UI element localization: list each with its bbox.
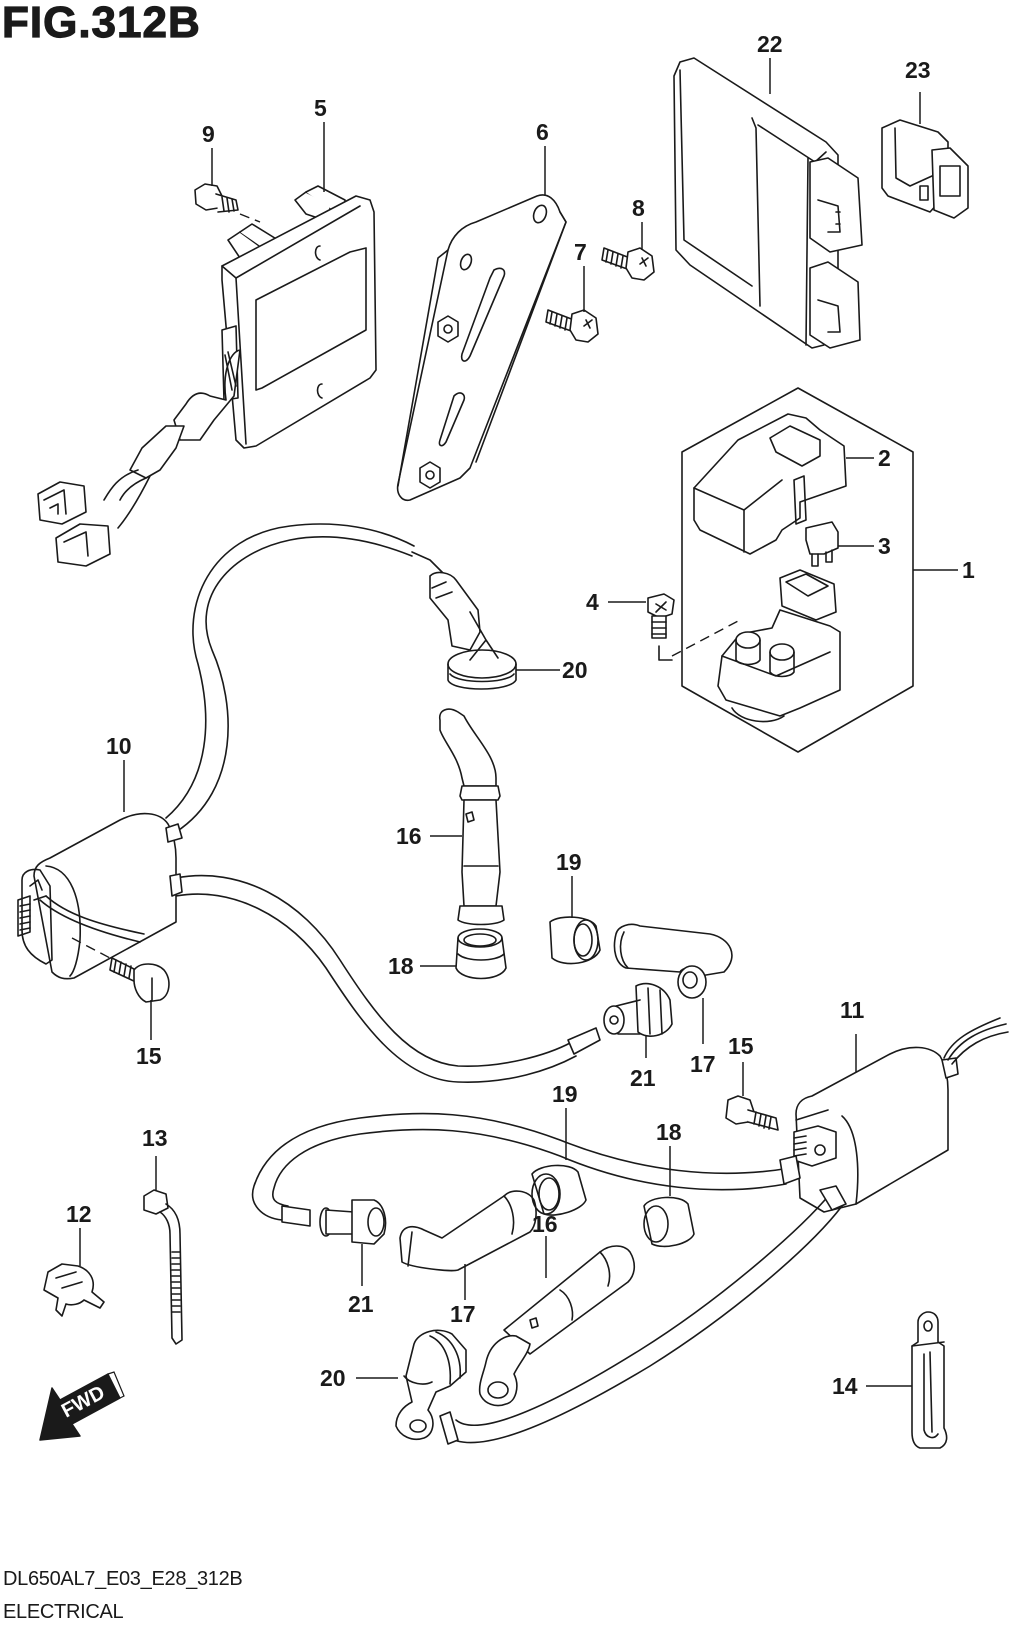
part-15-bolt-left[interactable]: 15	[71, 937, 170, 1069]
callout-1: 1	[962, 557, 975, 583]
part-7-bolt[interactable]: 7	[545, 239, 599, 343]
callout-10: 10	[106, 733, 132, 759]
part-15-bolt-right[interactable]: 15	[725, 1033, 779, 1131]
callout-2: 2	[878, 445, 891, 471]
callout-18b: 18	[656, 1119, 682, 1145]
callout-11: 11	[840, 997, 865, 1023]
part-5-regulator[interactable]: 5	[37, 95, 377, 567]
part-8-bolt[interactable]: 8	[601, 195, 655, 281]
part-10-ignition-coil-front[interactable]: 10	[17, 733, 183, 980]
callout-17a: 17	[690, 1051, 716, 1077]
callout-3: 3	[878, 533, 891, 559]
callout-20a: 20	[562, 657, 588, 683]
high-tension-lead-front-lower	[175, 874, 601, 1083]
callout-20b: 20	[320, 1365, 346, 1391]
part-21-terminal-upper[interactable]: 21	[603, 982, 673, 1091]
part-23-connector[interactable]: 23	[881, 57, 969, 219]
figure-title: FIG.312B	[1, 0, 201, 48]
callout-16b: 16	[532, 1211, 558, 1237]
callout-19b: 19	[552, 1081, 578, 1107]
part-3-fuse[interactable]: 3	[805, 521, 891, 567]
callout-18a: 18	[388, 953, 414, 979]
part-13-cable-tie[interactable]: 13	[142, 1125, 183, 1345]
part-12-clamp[interactable]: 12	[43, 1201, 105, 1317]
part-11-ignition-coil-rear[interactable]: 11	[793, 997, 1009, 1213]
part-16-plug-cap-lower[interactable]: 16	[478, 1211, 636, 1407]
callout-6: 6	[536, 119, 549, 145]
callout-15a: 15	[136, 1043, 162, 1069]
callout-21b: 21	[348, 1291, 374, 1317]
callout-8: 8	[632, 195, 645, 221]
callout-15b: 15	[728, 1033, 754, 1059]
callout-5: 5	[314, 95, 327, 121]
part-4-screw[interactable]: 4	[586, 589, 741, 661]
callout-12: 12	[66, 1201, 92, 1227]
figure-name: ELECTRICAL	[3, 1601, 124, 1623]
figure-code: DL650AL7_E03_E28_312B	[3, 1568, 243, 1590]
fwd-direction-arrow: FWD	[39, 1371, 125, 1441]
part-22-ecm[interactable]: 22	[673, 31, 863, 349]
part-19-seal-lower[interactable]: 19	[531, 1081, 587, 1216]
part-18-seal-lower[interactable]: 18	[643, 1119, 695, 1248]
high-tension-lead-front	[165, 523, 481, 833]
callout-9: 9	[202, 121, 215, 147]
callout-16a: 16	[396, 823, 422, 849]
part-21-terminal-lower[interactable]: 21	[319, 1199, 387, 1317]
part-9-bolt[interactable]: 9	[194, 121, 261, 223]
part-20-cap-seal-lower[interactable]: 20	[320, 1329, 467, 1441]
callout-4: 4	[586, 589, 599, 615]
callout-17b: 17	[450, 1301, 476, 1327]
part-16-plug-cap-upper[interactable]: 16	[396, 708, 505, 926]
callout-7: 7	[574, 239, 587, 265]
part-19-seal-upper[interactable]: 19	[549, 849, 601, 965]
part-14-clamp[interactable]: 14	[832, 1311, 948, 1449]
part-2-relay-cover[interactable]: 2	[693, 413, 891, 555]
callout-19a: 19	[556, 849, 582, 875]
callout-21a: 21	[630, 1065, 656, 1091]
part-17-plug-cap-lower[interactable]: 17	[399, 1190, 537, 1327]
part-1-relay-body	[717, 569, 841, 723]
high-tension-lead-rear	[251, 1112, 847, 1445]
part-6-bracket[interactable]: 6	[396, 119, 567, 502]
callout-22: 22	[757, 31, 783, 57]
callout-14: 14	[832, 1373, 858, 1399]
callout-13: 13	[142, 1125, 168, 1151]
callout-23: 23	[905, 57, 931, 83]
part-20-cap-seal-upper[interactable]: 20	[447, 611, 588, 690]
part-18-seal-upper[interactable]: 18	[388, 928, 507, 980]
part-1-relay-kit[interactable]: 1	[681, 387, 975, 753]
part-17-plug-cap-upper[interactable]: 17	[613, 923, 733, 1077]
